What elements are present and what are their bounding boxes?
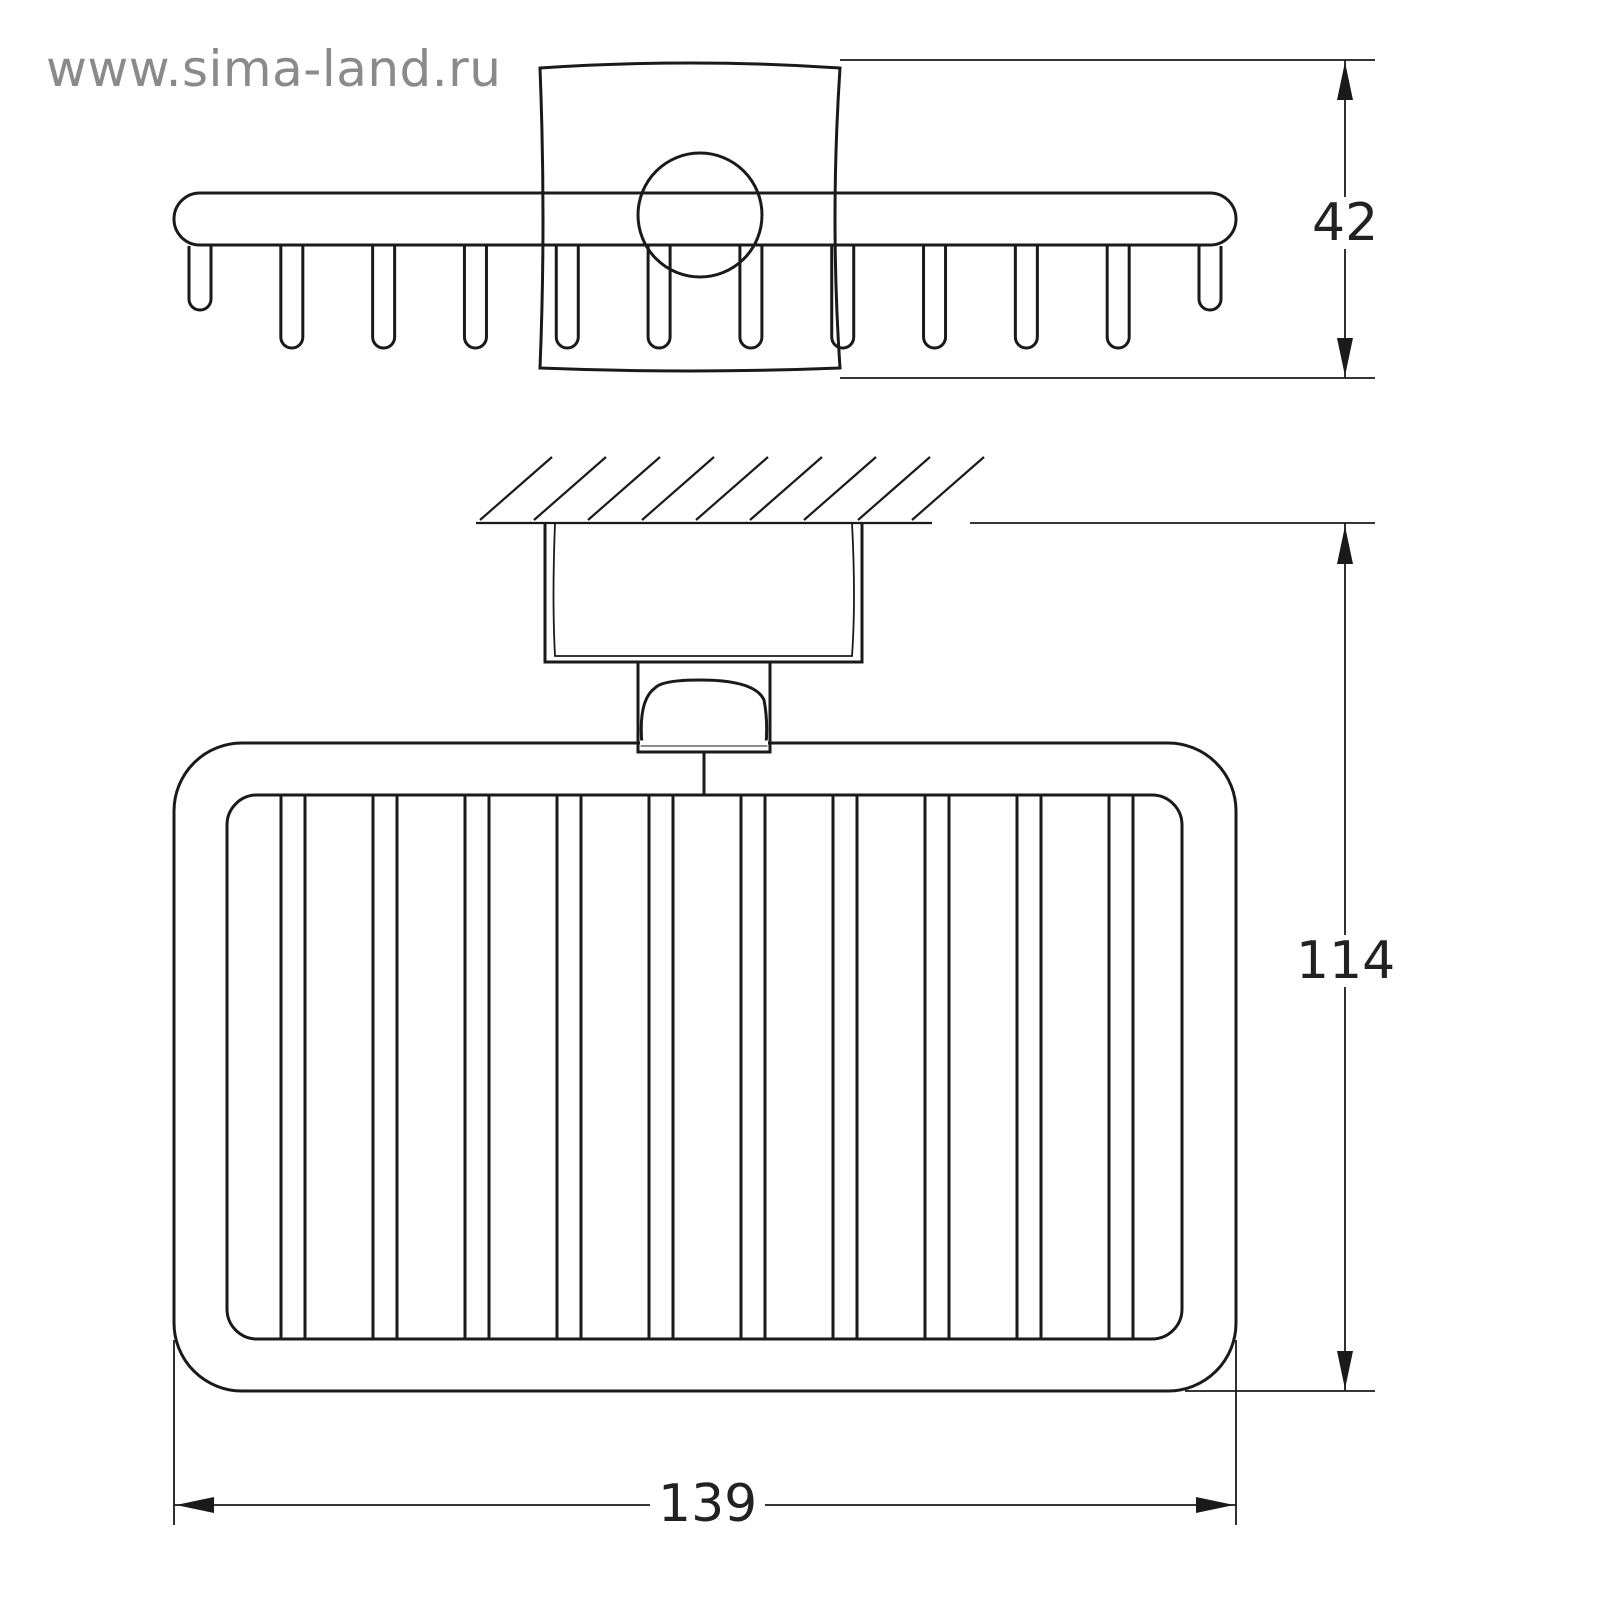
top-view-tines: [187, 246, 1223, 350]
hatch-line: [587, 456, 661, 521]
basket-bar: [555, 793, 583, 1341]
top-view-rail: [172, 191, 1238, 247]
tine: [1105, 246, 1131, 350]
basket-bar: [279, 793, 307, 1341]
tine: [646, 246, 672, 350]
tine: [1197, 246, 1223, 312]
connector: [636, 660, 772, 754]
basket-inner-frame: [225, 793, 1184, 1341]
hatch-line: [533, 456, 607, 521]
hatch-line: [857, 456, 931, 521]
basket-bar: [1107, 793, 1135, 1341]
basket-bar: [371, 793, 399, 1341]
watermark-text: www.sima-land.ru: [46, 40, 502, 98]
wall-hatching: [476, 456, 985, 525]
tine: [922, 246, 948, 350]
hatch-line: [803, 456, 877, 521]
tine: [371, 246, 397, 350]
basket-bar: [463, 793, 491, 1341]
basket-bars: [279, 793, 1135, 1341]
width-dimension-label: 139: [650, 1478, 766, 1530]
basket-bar: [923, 793, 951, 1341]
front-view: [172, 456, 1238, 1393]
basket-bar: [1015, 793, 1043, 1341]
hatch-line: [749, 456, 823, 521]
height-arrow-top: [1337, 526, 1353, 564]
top-view-mount-circle: [636, 151, 764, 279]
height-dimension: [970, 522, 1375, 1392]
top-view-wall-plate: [538, 61, 842, 373]
hatch-line: [479, 456, 553, 521]
hatch-line: [911, 456, 985, 521]
depth-dimension-label: 42: [1312, 193, 1379, 253]
basket-outer-frame: [172, 741, 1238, 1393]
tine: [462, 246, 488, 350]
height-arrow-bottom: [1337, 1351, 1353, 1389]
basket-bar: [739, 793, 767, 1341]
connector-clip: [639, 678, 769, 747]
wall-mount-block: [543, 523, 864, 664]
tine: [554, 246, 580, 350]
tine: [279, 246, 305, 350]
width-arrow-left: [176, 1497, 214, 1513]
depth-arrow-top: [1337, 62, 1353, 100]
hatch-line: [695, 456, 769, 521]
tine: [738, 246, 764, 350]
depth-arrow-bottom: [1337, 338, 1353, 376]
top-view: [172, 61, 1238, 373]
tine: [1013, 246, 1039, 350]
height-dimension-label: 114: [1296, 931, 1396, 991]
tine: [830, 246, 856, 350]
hatch-line: [641, 456, 715, 521]
basket-bar: [647, 793, 675, 1341]
tine: [187, 246, 213, 312]
width-arrow-right: [1196, 1497, 1234, 1513]
basket-bar: [831, 793, 859, 1341]
